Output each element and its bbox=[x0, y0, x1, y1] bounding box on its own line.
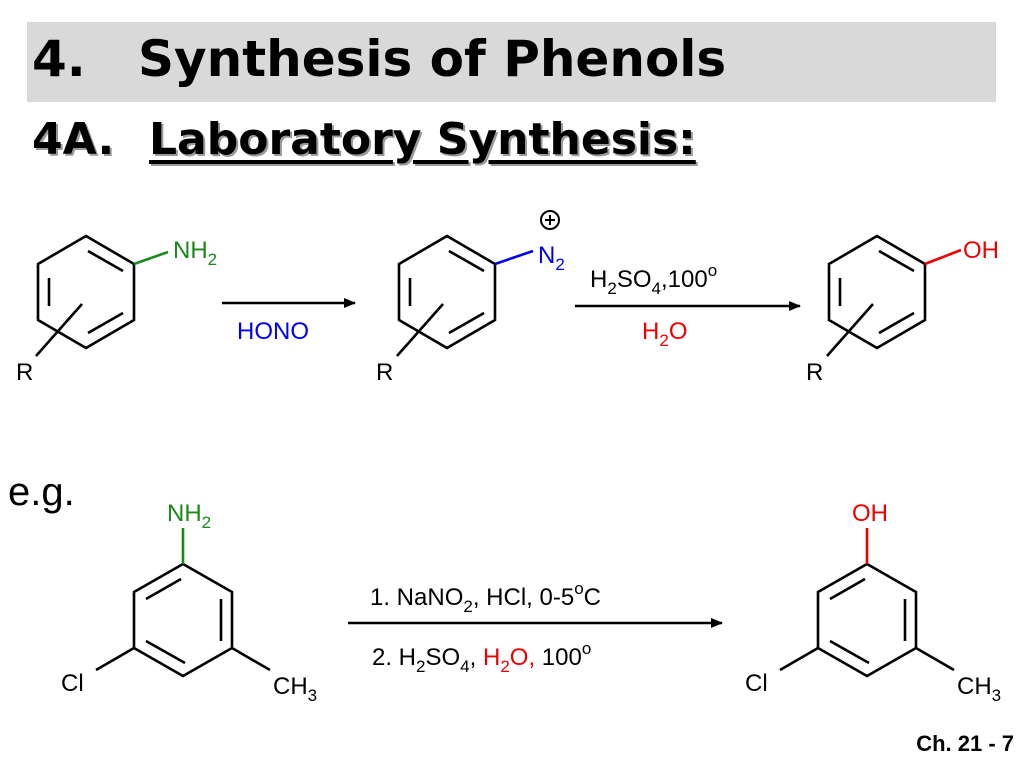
subtitle-number: 4A. bbox=[32, 114, 115, 165]
slide-title: 4. Synthesis of Phenols bbox=[32, 30, 727, 88]
product-chloro-label: Cl bbox=[745, 670, 768, 697]
chloromethylphenol-structure bbox=[779, 528, 955, 678]
subtitle-text: Laboratory Synthesis: bbox=[149, 114, 696, 165]
example-chloro-label: Cl bbox=[61, 670, 84, 697]
reagent-water: H2O bbox=[642, 318, 687, 350]
positive-charge-icon bbox=[540, 210, 560, 230]
aniline-structure bbox=[35, 234, 169, 357]
phenol-oh-label: OH bbox=[963, 237, 999, 264]
reagent-step-1: 1. NaNO2, HCl, 0-5oC bbox=[370, 579, 601, 616]
diazonium-label: N2 bbox=[538, 242, 565, 274]
example-methyl-label: CH3 bbox=[273, 673, 317, 705]
chloromethylaniline-structure bbox=[95, 528, 271, 678]
aniline-r-label: R bbox=[16, 359, 33, 386]
diazonium-r-label: R bbox=[376, 359, 393, 386]
phenol-r-label: R bbox=[806, 359, 823, 386]
slide-number: Ch. 21 - 7 bbox=[916, 731, 1014, 756]
aniline-amine-label: NH2 bbox=[173, 237, 217, 269]
example-hydroxyl-label: OH bbox=[852, 500, 888, 527]
diazonium-structure bbox=[396, 234, 534, 357]
reagent-sulfuric-acid-heat: H2SO4,100o bbox=[590, 261, 717, 298]
product-methyl-label: CH3 bbox=[957, 673, 1001, 705]
reagent-hono: HONO bbox=[237, 318, 309, 345]
phenol-structure bbox=[826, 234, 962, 357]
title-bar bbox=[27, 22, 996, 102]
example-label: e.g. bbox=[8, 470, 75, 514]
reagent-step-2: 2. H2SO4, H2O, 100o bbox=[372, 639, 591, 676]
example-amine-label: NH2 bbox=[167, 500, 211, 532]
